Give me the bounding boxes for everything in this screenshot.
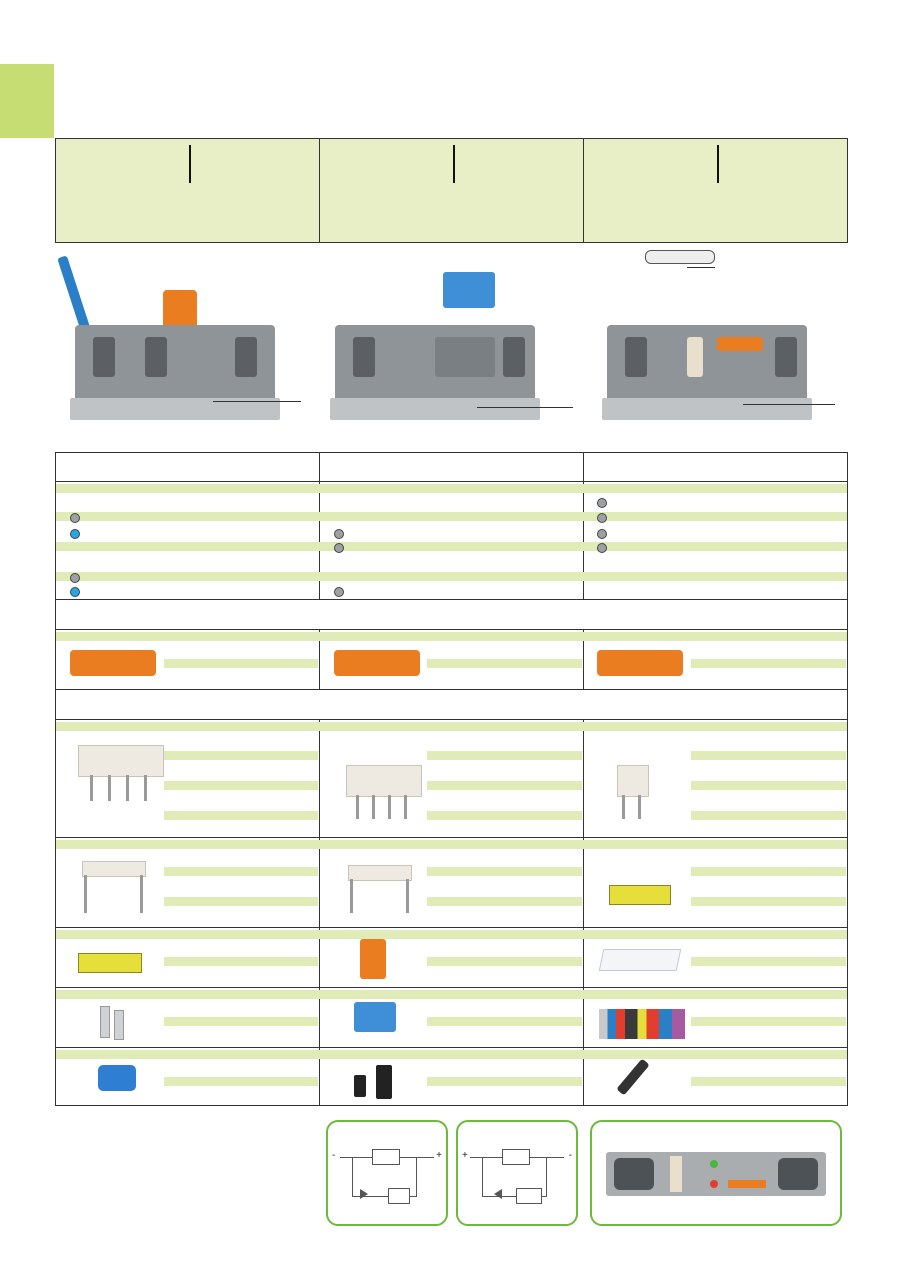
ferrule-set-icon: [599, 1009, 685, 1039]
leader-line: [213, 401, 301, 402]
jumper-icon: [617, 765, 649, 797]
option-indicator-gray: [597, 513, 607, 523]
label-strip-icon: [598, 949, 682, 971]
option-indicator-blue: [70, 587, 80, 597]
terminal-block-icon: [70, 325, 280, 420]
fuse-icon: [354, 1002, 396, 1032]
option-indicator-gray: [334, 543, 344, 553]
wire-icon: [57, 255, 91, 333]
accessory-row-band: [56, 632, 847, 641]
resistor-symbol: [516, 1188, 542, 1204]
option-row: [56, 572, 847, 581]
option-indicator-gray: [70, 573, 80, 583]
option-indicator-blue: [70, 529, 80, 539]
header-divider-mark: [717, 145, 719, 183]
option-row: [56, 484, 847, 493]
chapter-tab: [0, 64, 54, 138]
header-column-3: [584, 139, 847, 242]
product-photo-3: [583, 250, 847, 430]
terminal-block-icon: [606, 1152, 826, 1196]
fuse-icon: [443, 272, 495, 308]
resistor-symbol: [388, 1188, 410, 1204]
polarity-in: +: [462, 1150, 468, 1161]
led-icon: [360, 1189, 368, 1199]
ferrule-icon: [645, 250, 715, 264]
option-indicator-gray: [597, 543, 607, 553]
product-photo-1: [55, 250, 319, 430]
header-divider-mark: [189, 145, 191, 183]
fuse-plug-icon: [360, 939, 386, 979]
screwdriver-icon: [616, 1058, 650, 1096]
option-indicator-gray: [597, 498, 607, 508]
jumper-icon: [346, 765, 422, 797]
jumper-icon: [82, 861, 146, 877]
dimension-line: [687, 267, 715, 268]
led-module-icon: [376, 1065, 392, 1099]
terminal-block-icon: [330, 325, 540, 420]
jumper-icon: [348, 865, 412, 881]
circuit-diagram-left: - +: [326, 1120, 448, 1226]
marker-icon: [609, 885, 671, 905]
marker-icon: [78, 953, 142, 973]
leader-line: [477, 407, 573, 408]
item-band: [164, 659, 318, 668]
option-indicator-gray: [334, 587, 344, 597]
leader-line: [743, 404, 835, 405]
polarity-in: -: [332, 1150, 336, 1161]
header-divider-mark: [453, 145, 455, 183]
circuit-diagram-middle: + -: [456, 1120, 578, 1226]
end-plate-icon: [70, 650, 156, 676]
item-band: [427, 659, 582, 668]
terminal-top-view: [590, 1120, 842, 1226]
product-photo-2: [319, 250, 583, 430]
header-column-2: [320, 139, 584, 242]
accessory-row-band: [56, 930, 847, 939]
option-indicator-gray: [70, 513, 80, 523]
accessory-row-band: [56, 1050, 847, 1059]
product-header-table: [55, 138, 848, 243]
led-icon: [494, 1189, 502, 1199]
terminal-block-icon: [602, 325, 812, 420]
comparison-table: [55, 452, 848, 1106]
option-row: [56, 542, 847, 551]
option-indicator-gray: [334, 529, 344, 539]
polarity-out: -: [568, 1150, 572, 1161]
item-band: [691, 659, 846, 668]
fuse-symbol: [502, 1149, 530, 1165]
accessory-row-band: [56, 990, 847, 999]
header-column-1: [56, 139, 320, 242]
option-indicator-gray: [597, 529, 607, 539]
polarity-out: +: [436, 1150, 442, 1161]
end-plate-icon: [334, 650, 420, 676]
jumper-icon: [78, 745, 164, 777]
led-module-icon: [354, 1075, 366, 1097]
end-plate-icon: [597, 650, 683, 676]
accessory-row-band: [56, 840, 847, 849]
option-row: [56, 512, 847, 521]
test-adapter-icon: [100, 1006, 110, 1038]
accessory-row-band: [56, 722, 847, 731]
test-plug-icon: [98, 1065, 136, 1091]
fuse-symbol: [372, 1149, 400, 1165]
